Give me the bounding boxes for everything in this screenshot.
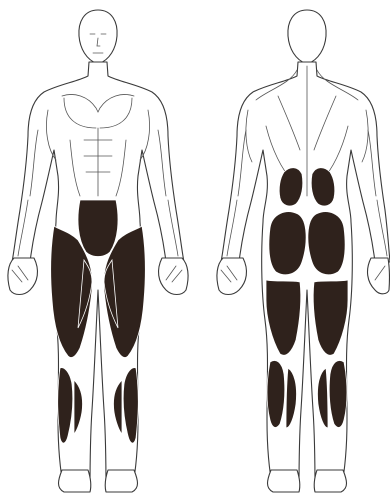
- back-right-gluteus-maximus: [308, 212, 345, 275]
- back-left-gluteus-maximus: [269, 212, 306, 275]
- front-left-foot: [59, 470, 91, 492]
- back-right-gluteus-medius: [311, 168, 335, 206]
- front-right-hand: [159, 258, 189, 295]
- front-left-hand: [8, 258, 38, 295]
- front-right-foot: [105, 470, 137, 492]
- front-highlighted-muscles: [51, 200, 146, 443]
- back-left-gluteus-medius: [279, 168, 303, 206]
- back-right-foot: [314, 470, 346, 492]
- back-right-calf: [329, 361, 347, 428]
- back-left-calf: [267, 361, 285, 428]
- front-torso: [12, 62, 184, 490]
- back-right-hand: [368, 258, 390, 294]
- front-head: [79, 10, 117, 64]
- back-head: [288, 10, 326, 64]
- back-left-foot: [268, 470, 300, 492]
- front-abdominals: [78, 200, 118, 257]
- back-left-hand: [217, 258, 247, 295]
